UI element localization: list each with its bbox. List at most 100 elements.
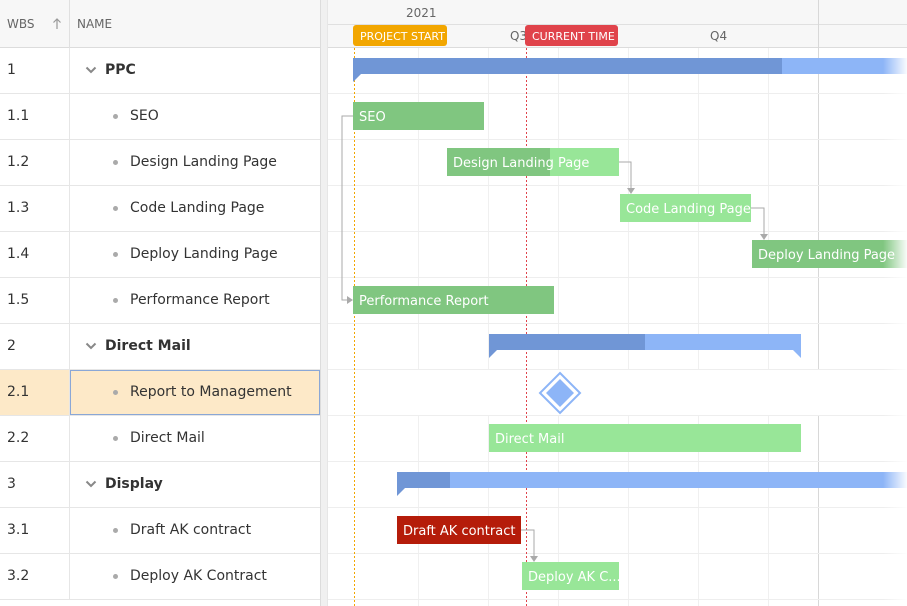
task-bar-label: SEO (359, 110, 386, 125)
task-name-cell[interactable]: Design Landing Page (70, 140, 320, 185)
task-bar-label: Performance Report (359, 294, 489, 309)
bullet-icon (113, 298, 118, 303)
task-bar-label: Design Landing Page (453, 156, 589, 171)
sort-ascending-icon[interactable] (52, 18, 62, 30)
table-row[interactable]: 1.5 Performance Report (0, 278, 320, 324)
task-name-label: Deploy AK Contract (130, 568, 267, 584)
chevron-down-icon[interactable] (85, 341, 97, 351)
task-bar-design-landing-page-remaining[interactable] (550, 148, 619, 176)
task-name-cell[interactable]: Draft AK contract (70, 508, 320, 553)
table-row[interactable]: 3.1 Draft AK contract (0, 508, 320, 554)
task-name-cell[interactable]: Direct Mail (70, 324, 320, 369)
task-bar-seo[interactable] (353, 102, 484, 130)
summary-cap-right (793, 350, 801, 358)
current-time-label: CURRENT TIME (532, 30, 615, 43)
summary-bar-ppc[interactable] (353, 58, 782, 74)
dependency-arrow (530, 556, 538, 562)
task-name-cell[interactable]: Deploy AK Contract (70, 554, 320, 599)
wbs-cell: 3.2 (0, 554, 70, 599)
wbs-cell: 3.1 (0, 508, 70, 553)
dependency-link (521, 529, 535, 556)
table-row[interactable]: 1.1 SEO (0, 94, 320, 140)
task-name-label: Design Landing Page (130, 154, 277, 170)
name-header-label: NAME (77, 17, 113, 31)
name-column-header[interactable]: NAME (70, 0, 320, 48)
bullet-icon (113, 528, 118, 533)
summary-bar-direct-mail-remaining[interactable] (645, 334, 801, 350)
summary-cap-left (353, 74, 361, 82)
task-bar-label: Deploy Landing Page (758, 248, 895, 263)
task-name-label: Direct Mail (105, 338, 191, 354)
task-bar-performance-report[interactable] (353, 286, 554, 314)
project-start-badge[interactable] (353, 25, 447, 46)
wbs-cell: 1.2 (0, 140, 70, 185)
bullet-icon (113, 252, 118, 257)
task-name-cell[interactable]: Deploy Landing Page (70, 232, 320, 277)
task-bar-label: Direct Mail (495, 432, 564, 447)
bullet-icon (113, 436, 118, 441)
summary-bar-direct-mail[interactable] (489, 334, 645, 350)
table-row[interactable]: 1.3 Code Landing Page (0, 186, 320, 232)
wbs-cell: 1.4 (0, 232, 70, 277)
table-row[interactable]: 3.2 Deploy AK Contract (0, 554, 320, 600)
table-row[interactable]: 2 Direct Mail (0, 324, 320, 370)
task-bar-deploy-landing-page[interactable] (752, 240, 907, 268)
table-row[interactable]: 1.2 Design Landing Page (0, 140, 320, 186)
task-bar-label: Draft AK contract (403, 524, 515, 539)
task-name-label: Code Landing Page (130, 200, 265, 216)
grid-header: WBS NAME (0, 0, 320, 48)
summary-bar-ppc-remaining[interactable] (782, 58, 907, 74)
task-bar-direct-mail[interactable] (489, 424, 801, 452)
dependency-link (341, 115, 353, 301)
summary-bar-display[interactable] (397, 472, 450, 488)
wbs-cell: 2 (0, 324, 70, 369)
dependency-arrow (760, 234, 768, 240)
task-name-label: Display (105, 476, 163, 492)
task-bar-deploy-ak-contract[interactable] (522, 562, 619, 590)
task-name-label: Draft AK contract (130, 522, 252, 538)
task-name-cell[interactable]: Report to Management (70, 370, 320, 415)
task-bar-code-landing-page[interactable] (620, 194, 751, 222)
dependency-arrow (627, 188, 635, 194)
bullet-icon (113, 390, 118, 395)
table-row[interactable]: 3 Display (0, 462, 320, 508)
wbs-column-header[interactable]: WBS (0, 0, 70, 48)
task-name-label: Deploy Landing Page (130, 246, 278, 262)
current-time-badge[interactable] (525, 25, 618, 46)
task-name-cell[interactable]: Code Landing Page (70, 186, 320, 231)
task-bar-draft-ak-contract[interactable] (397, 516, 521, 544)
task-name-cell[interactable]: Performance Report (70, 278, 320, 323)
dependency-link (751, 207, 765, 234)
task-name-cell[interactable]: SEO (70, 94, 320, 139)
wbs-cell: 2.2 (0, 416, 70, 461)
task-name-label: SEO (130, 108, 159, 124)
task-name-cell[interactable]: Direct Mail (70, 416, 320, 461)
task-name-label: Performance Report (130, 292, 270, 308)
wbs-cell: 3 (0, 462, 70, 507)
quarter-label: Q3 (510, 29, 527, 43)
wbs-cell: 2.1 (0, 370, 70, 415)
wbs-cell: 1.1 (0, 94, 70, 139)
dependency-link (619, 161, 632, 188)
task-bar-label: Code Landing Page (626, 202, 751, 217)
table-row[interactable]: 1.4 Deploy Landing Page (0, 232, 320, 278)
selected-row-band (328, 370, 907, 415)
summary-bar-display-remaining[interactable] (450, 472, 907, 488)
chevron-down-icon[interactable] (85, 65, 97, 75)
chevron-down-icon[interactable] (85, 479, 97, 489)
task-name-cell[interactable]: PPC (70, 48, 320, 93)
pane-splitter[interactable] (320, 0, 328, 606)
task-name-cell[interactable]: Display (70, 462, 320, 507)
bullet-icon (113, 206, 118, 211)
wbs-cell: 1.3 (0, 186, 70, 231)
summary-cap-left (489, 350, 497, 358)
wbs-cell: 1.5 (0, 278, 70, 323)
wbs-cell: 1 (0, 48, 70, 93)
summary-cap-left (397, 488, 405, 496)
